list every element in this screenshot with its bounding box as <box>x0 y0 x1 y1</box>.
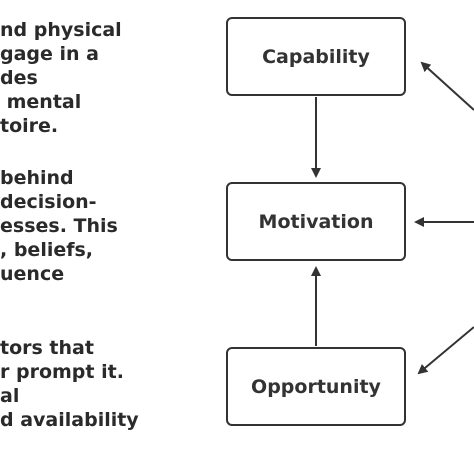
motivation-label: Motivation <box>258 210 374 233</box>
capability-label: Capability <box>262 45 370 68</box>
text-block-opportunity-description: tors that r prompt it. al d availability <box>0 337 139 431</box>
capability-box: Capability <box>226 17 406 96</box>
text-block-motivation-description: behind decision- esses. This , beliefs, … <box>0 167 118 285</box>
text-block-capability-description: nd physical gage in a des mental toire. <box>0 19 122 137</box>
arrow-offscreen-to-opportunity <box>417 326 474 375</box>
motivation-box: Motivation <box>226 182 406 261</box>
opportunity-label: Opportunity <box>251 375 381 398</box>
opportunity-box: Opportunity <box>226 347 406 426</box>
arrow-offscreen-to-capability <box>420 61 474 111</box>
